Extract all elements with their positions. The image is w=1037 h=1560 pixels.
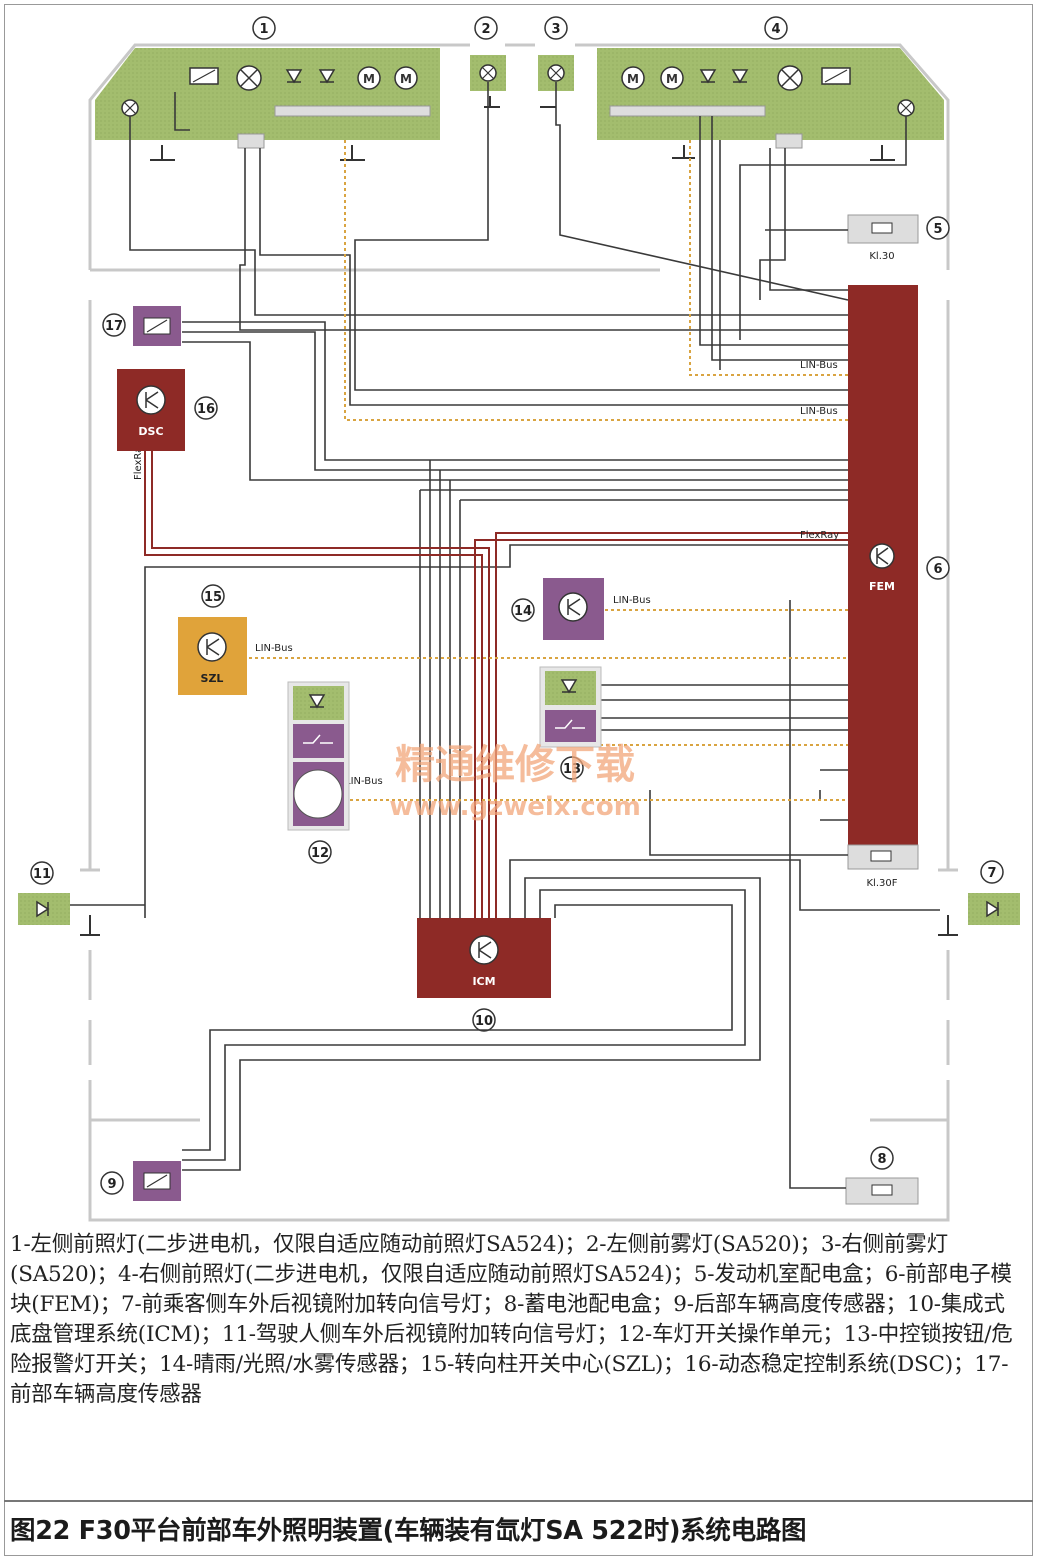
wiring xyxy=(70,82,940,1189)
figure-caption: 1-左侧前照灯(二步进电机，仅限自适应随动前照灯SA524)；2-左侧前雾灯(S… xyxy=(10,1232,1013,1407)
szl-module: SZL xyxy=(178,617,247,695)
flexray-label: FlexRay xyxy=(800,530,839,541)
front-height-sensor xyxy=(133,306,181,346)
callout-13: 13 xyxy=(563,762,581,777)
watermark-text: 精通维修下载 xyxy=(395,742,635,788)
motor-label: M xyxy=(363,72,375,86)
callout-9: 9 xyxy=(107,1177,116,1192)
motor-label: M xyxy=(400,72,412,86)
kl30-label: Kl.30 xyxy=(869,251,894,262)
engine-compartment-fuse-box xyxy=(847,214,919,244)
callout-6: 6 xyxy=(933,562,942,577)
flexray-wires xyxy=(144,450,848,918)
callout-17: 17 xyxy=(105,319,123,334)
fem-module: FEM xyxy=(847,285,919,870)
szl-label: SZL xyxy=(201,672,224,685)
icm-module: ICM xyxy=(417,918,551,998)
callout-15: 15 xyxy=(204,590,222,605)
callout-8: 8 xyxy=(877,1152,886,1167)
callout-14: 14 xyxy=(514,604,532,619)
lin-bus-label: LIN-Bus xyxy=(800,360,838,371)
callout-11: 11 xyxy=(33,867,51,882)
right-headlight-module: M M xyxy=(597,48,944,149)
icm-label: ICM xyxy=(472,975,495,988)
ground-symbols xyxy=(80,96,958,936)
lin-bus-label: LIN-Bus xyxy=(613,595,651,606)
passenger-mirror-turn-signal xyxy=(968,893,1020,925)
fem-label: FEM xyxy=(869,580,895,593)
callout-12: 12 xyxy=(311,846,329,861)
battery-fuse-box xyxy=(845,1177,919,1205)
rear-height-sensor xyxy=(133,1161,181,1201)
callout-16: 16 xyxy=(197,402,215,417)
callout-10: 10 xyxy=(475,1014,493,1029)
left-headlight-module: M M xyxy=(95,48,440,149)
callout-4: 4 xyxy=(771,22,780,37)
lin-bus-label: LIN-Bus xyxy=(345,776,383,787)
dsc-module: DSC xyxy=(117,369,185,451)
callout-7: 7 xyxy=(987,866,996,881)
flexray-label: FlexRay xyxy=(133,441,144,480)
callout-2: 2 xyxy=(481,22,490,37)
kl30f-label: Kl.30F xyxy=(867,878,898,889)
callout-3: 3 xyxy=(551,22,560,37)
dsc-label: DSC xyxy=(138,425,163,438)
divider xyxy=(4,1500,1033,1502)
callouts xyxy=(30,16,1004,1195)
lin-bus-wires xyxy=(225,140,848,801)
motor-label: M xyxy=(627,72,639,86)
callout-5: 5 xyxy=(933,222,942,237)
circuit-diagram: M M M M xyxy=(18,16,1020,1222)
watermark-url: www.gzweix.com xyxy=(389,792,641,822)
driver-mirror-turn-signal xyxy=(18,893,70,925)
motor-label: M xyxy=(666,72,678,86)
light-switch-unit xyxy=(287,681,350,831)
callout-1: 1 xyxy=(259,22,268,37)
figure-title: 图22 F30平台前部车外照明装置(车辆装有氙灯SA 522时)系统电路图 xyxy=(10,1516,807,1546)
rain-light-sensor xyxy=(543,578,604,640)
central-lock-hazard-switch xyxy=(539,666,602,748)
outer-border xyxy=(4,4,1033,1556)
lin-bus-label: LIN-Bus xyxy=(800,406,838,417)
lin-bus-label: LIN-Bus xyxy=(255,643,293,654)
vehicle-outline xyxy=(80,43,958,1222)
